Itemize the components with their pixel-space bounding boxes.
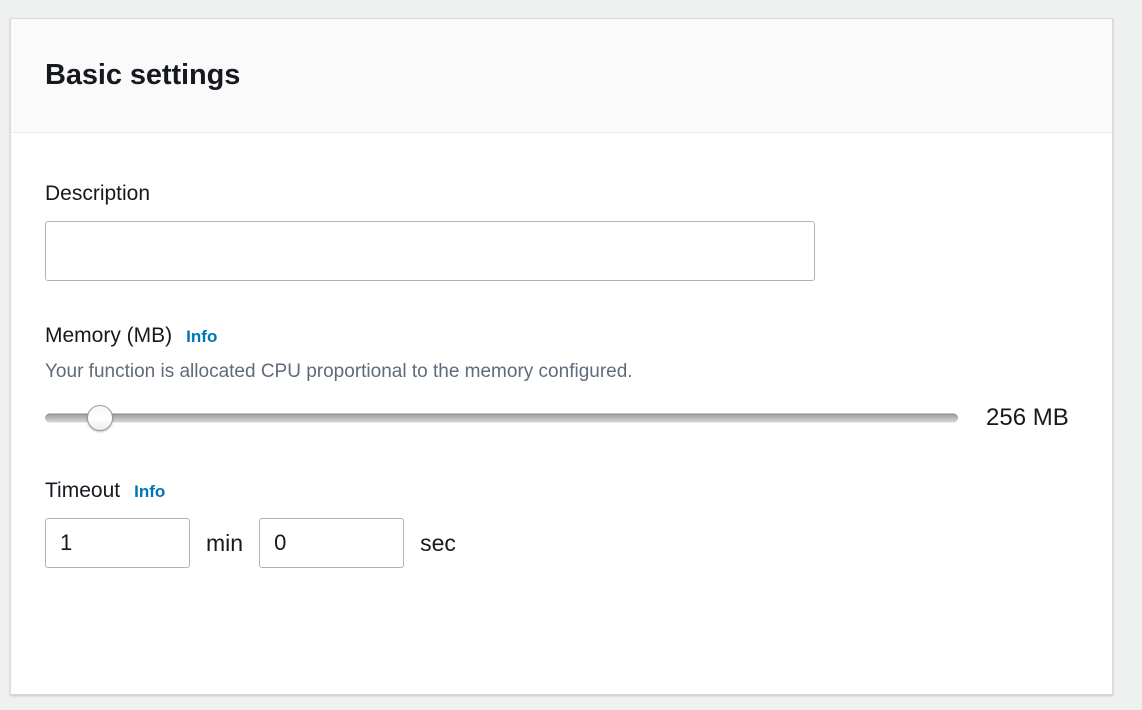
memory-label-text: Memory (MB) xyxy=(45,324,173,348)
memory-slider[interactable] xyxy=(45,404,958,432)
page-title: Basic settings xyxy=(45,58,241,91)
timeout-seconds-input[interactable] xyxy=(259,518,405,569)
card-body: Description Memory (MB) Info Your functi… xyxy=(11,133,1112,569)
basic-settings-card: Basic settings Description Memory (MB) I… xyxy=(10,18,1113,695)
memory-slider-row: 256 MB xyxy=(45,404,1078,432)
timeout-label: Timeout Info xyxy=(45,478,1078,504)
memory-label: Memory (MB) Info xyxy=(45,323,1078,349)
memory-slider-track[interactable] xyxy=(45,413,958,423)
timeout-minutes-unit: min xyxy=(206,529,244,556)
timeout-info-link[interactable]: Info xyxy=(134,482,166,502)
timeout-label-text: Timeout xyxy=(45,479,121,503)
memory-info-link[interactable]: Info xyxy=(186,327,218,347)
description-label: Description xyxy=(45,181,1078,207)
memory-value-label: 256 MB xyxy=(986,404,1069,432)
card-header: Basic settings xyxy=(11,19,1112,133)
timeout-field: Timeout Info min sec xyxy=(45,478,1078,569)
memory-slider-thumb[interactable] xyxy=(86,405,113,432)
timeout-seconds-unit: sec xyxy=(420,529,456,556)
description-label-text: Description xyxy=(45,182,151,205)
timeout-row: min sec xyxy=(45,518,1078,569)
description-input[interactable] xyxy=(45,221,815,282)
memory-help-text: Your function is allocated CPU proportio… xyxy=(45,360,633,382)
timeout-minutes-input[interactable] xyxy=(45,518,190,569)
memory-field: Memory (MB) Info Your function is alloca… xyxy=(45,323,1078,432)
description-field: Description xyxy=(45,181,1078,282)
